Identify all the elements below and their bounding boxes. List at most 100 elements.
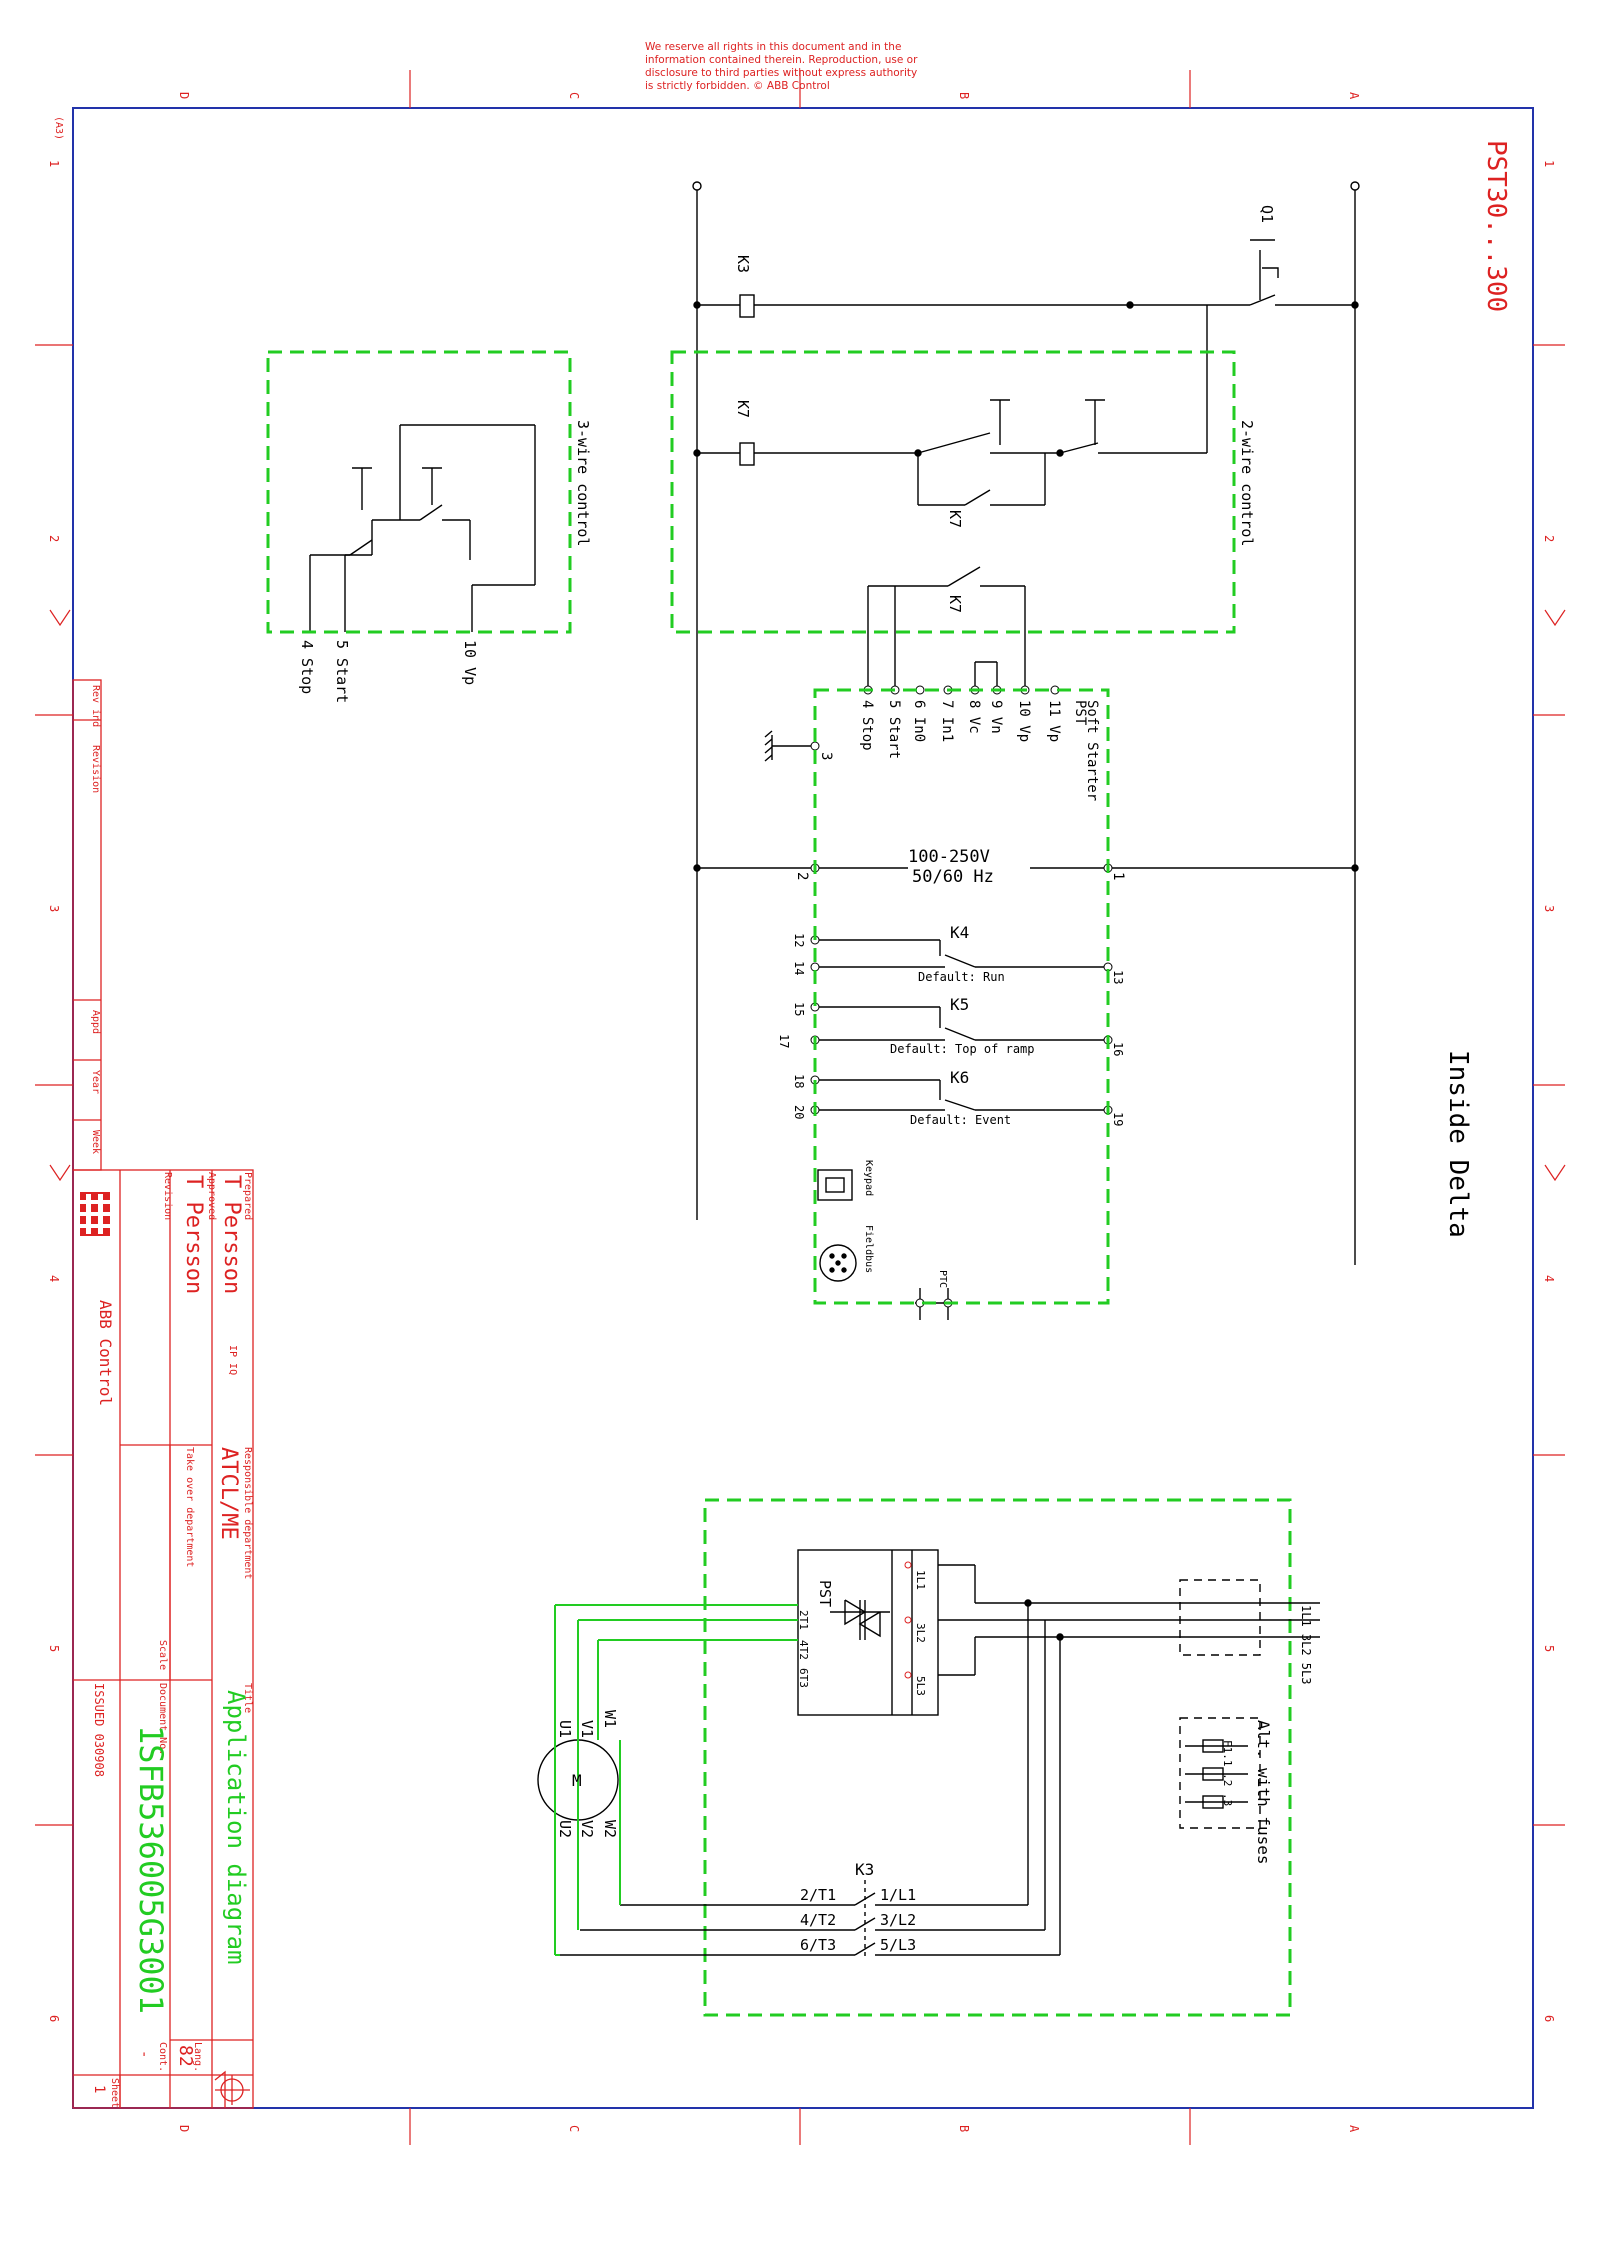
supply-frequency: 50/60 Hz (912, 867, 994, 887)
two-wire-label: 2-wire control (1238, 420, 1256, 546)
drawing-title: Application diagram (222, 1690, 250, 1965)
cont-value: - (136, 2050, 152, 2058)
row-number: 5 (47, 1645, 61, 1652)
relay-terminal: 14 (792, 961, 806, 975)
contactor-label: K3 (855, 1860, 874, 1879)
contactor-terminal: 6/T3 (800, 1936, 836, 1954)
connection-type-label: Inside Delta (1443, 1050, 1473, 1238)
lang-label: Lang. (192, 2042, 203, 2072)
fieldbus-label: Fieldbus (863, 1225, 874, 1273)
stop-terminal-label: 4 Stop (298, 640, 316, 694)
sheet-size-mark: (A3) (53, 116, 64, 140)
relay-name: K5 (950, 995, 969, 1014)
row-number: 6 (47, 2015, 61, 2022)
column-letters: D C B A D C B A (177, 92, 1361, 2133)
rev-col: Rev ind (90, 685, 101, 727)
sheet-label: Sheet (109, 2078, 120, 2108)
responsible-dept: ATCL/ME (216, 1447, 241, 1540)
contactor-terminal: 3/L2 (880, 1911, 916, 1929)
relay-terminal: 15 (792, 1002, 806, 1016)
approved-by: T Persson (181, 1175, 206, 1294)
vp-terminal-label: 10 Vp (461, 640, 479, 685)
copyright-line: is strictly forbidden. © ABB Control (645, 80, 830, 92)
line-terminal: 5L3 (914, 1676, 927, 1696)
terminal-label: 7 In1 (939, 700, 955, 742)
control-circuit (309, 181, 1360, 1320)
issued-date: ISSUED 030908 (92, 1683, 106, 1777)
keypad-label: Keypad (863, 1160, 874, 1196)
relay-terminal: 20 (792, 1105, 806, 1119)
row-number: 1 (47, 160, 61, 167)
motor-terminal: U2 (556, 1820, 574, 1838)
fuse-label: Alt. with fuses (1254, 1720, 1273, 1865)
soft-starter-box (813, 688, 1110, 1305)
col-letter: B (957, 2125, 971, 2132)
copyright-line: We reserve all rights in this document a… (645, 41, 901, 53)
ptc-label: PTC (937, 1270, 948, 1288)
row-number: 6 (1542, 2015, 1556, 2022)
responsible-dept-label: Responsible department (242, 1447, 253, 1579)
approved-label: Approved (206, 1172, 217, 1220)
supply-terminal-label: 1 (1110, 872, 1126, 880)
rev-col: Week (90, 1130, 101, 1154)
supply-voltage-label: 100-250V 50/60 Hz (908, 847, 994, 887)
col-letter: D (177, 2125, 191, 2132)
col-letter: A (1347, 2125, 1361, 2133)
row-number: 2 (1542, 535, 1556, 542)
title-block (72, 679, 254, 2109)
soft-starter-subtitle: PST (1072, 700, 1088, 726)
line-terminal: 1L1 (914, 1570, 927, 1590)
terminal-label: 11 Vp (1046, 700, 1062, 742)
power-labels: PST 1L1 3L2 5L3 2T1 4T2 6T3 1L1 3L2 5L3 … (556, 1570, 1313, 1954)
fuse-refs: F1.1 .2 .3 (1221, 1740, 1234, 1806)
rev-col: Revision (90, 745, 101, 793)
pst-block (797, 1549, 939, 1716)
relay-default: Default: Event (910, 1113, 1011, 1127)
three-wire-label: 3-wire control (574, 420, 592, 546)
soft-starter-title: Soft Starter (1084, 700, 1100, 801)
title-block-labels: Prepared T Persson Approved T Persson Re… (90, 685, 253, 2108)
abb-logo (80, 1192, 110, 1236)
relay-name: K4 (950, 923, 969, 942)
relay-terminal: 19 (1111, 1112, 1125, 1126)
start-terminal-label: 5 Start (333, 640, 351, 703)
copyright-notice: We reserve all rights in this document a… (645, 41, 918, 92)
rev-col: Year (90, 1070, 101, 1094)
motor-terminal: U1 (556, 1720, 574, 1738)
pst-terminals (904, 1561, 912, 1679)
power-circuit-box (703, 1498, 1292, 2017)
k7-hold-label: K7 (946, 510, 964, 528)
col-letter: C (567, 92, 581, 99)
row-numbers: 1 2 3 4 5 6 1 2 3 4 5 6 (A3) (47, 116, 1556, 2022)
company-name: ABB Control (96, 1300, 115, 1406)
k7-coil-label: K7 (734, 400, 752, 418)
row-number: 4 (47, 1275, 61, 1282)
title-label: Title (242, 1683, 253, 1713)
terminal-label: 8 Vc (966, 700, 982, 734)
row-number: 3 (1542, 905, 1556, 912)
contactor-terminal: 1/L1 (880, 1886, 916, 1904)
document-number: 1SFB536005G3001 (132, 1725, 170, 2014)
relay-terminal: 16 (1111, 1042, 1125, 1056)
takeover-dept-label: Take over department (184, 1447, 195, 1567)
pst-label: PST (816, 1580, 834, 1607)
col-letter: C (567, 2125, 581, 2132)
load-terminal: 2T1 (797, 1610, 810, 1630)
contactor-terminal: 5/L3 (880, 1936, 916, 1954)
two-wire-box (670, 350, 1236, 634)
ground-terminal-label: 3 (818, 752, 834, 760)
dashed-groups (266, 350, 1292, 2017)
soft-starter-terminals (810, 685, 1113, 1308)
document-no-label: Document No. (157, 1683, 168, 1755)
relay-default: Default: Top of ramp (890, 1042, 1035, 1056)
contactor-terminal: 2/T1 (800, 1886, 836, 1904)
relay-terminal: 17 (777, 1034, 791, 1048)
scale-label: Scale (157, 1640, 168, 1670)
terminal-label: 6 In0 (911, 700, 927, 742)
copyright-line: information contained therein. Reproduct… (645, 54, 918, 66)
relay-name: K6 (950, 1068, 969, 1087)
row-number: 1 (1542, 160, 1556, 167)
row-number: 4 (1542, 1275, 1556, 1282)
sheet-value: 1 (91, 2085, 107, 2093)
